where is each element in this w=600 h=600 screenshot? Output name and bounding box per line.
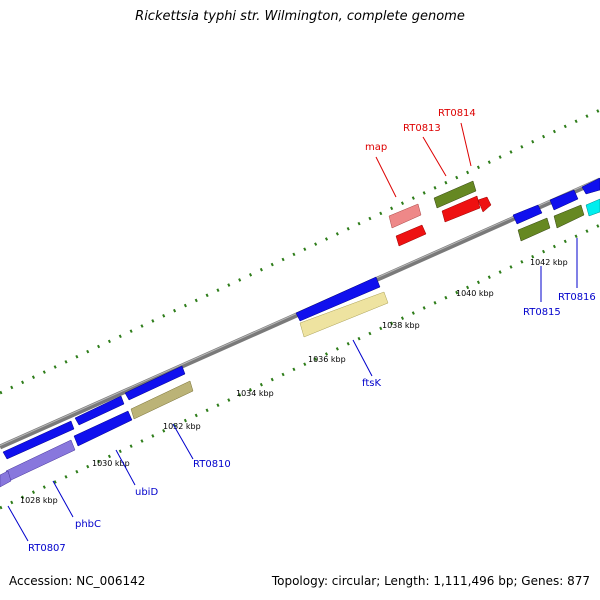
- gene-map-red[interactable]: [395, 224, 427, 247]
- scale-label-1036: 1036 kbp: [308, 355, 346, 364]
- label-RT0816[interactable]: RT0816: [558, 292, 596, 303]
- gene-RT0813[interactable]: [433, 180, 477, 209]
- leader-phbC: [52, 480, 74, 518]
- gene-RT0807[interactable]: [0, 470, 12, 488]
- gene-upper-edge[interactable]: [581, 177, 600, 195]
- leader-RT0807: [7, 505, 29, 542]
- map-title: Rickettsia typhi str. Wilmington, comple…: [135, 9, 465, 24]
- gene-ftsK-upper[interactable]: [295, 276, 381, 322]
- label-ubiD[interactable]: ubiD: [135, 487, 158, 498]
- gene-upper-1[interactable]: [74, 395, 125, 426]
- label-RT0815[interactable]: RT0815: [523, 307, 561, 318]
- scale-label-1034: 1034 kbp: [236, 389, 274, 398]
- label-ftsK[interactable]: ftsK: [362, 378, 381, 389]
- gene-ftsK[interactable]: [299, 291, 389, 338]
- leader-RT0814: [460, 122, 472, 167]
- leader-RT0813: [422, 136, 447, 177]
- gene-upper-2[interactable]: [2, 420, 75, 460]
- leader-ftsK: [352, 339, 373, 377]
- gene-ubiD[interactable]: [73, 410, 133, 447]
- scale-label-1040: 1040 kbp: [456, 289, 494, 298]
- outer-scale-line: [0, 108, 600, 395]
- gene-RT0816[interactable]: [553, 204, 585, 229]
- gene-RT0810-region-upper[interactable]: [124, 365, 186, 401]
- gene-RT0815-upper[interactable]: [512, 204, 543, 225]
- label-map[interactable]: map: [365, 142, 387, 153]
- scale-label-1030: 1030 kbp: [92, 459, 130, 468]
- gene-RT0814[interactable]: [441, 195, 481, 223]
- gene-RT0814-tail[interactable]: [477, 196, 492, 213]
- label-phbC[interactable]: phbC: [75, 519, 101, 530]
- scale-label-1028: 1028 kbp: [20, 496, 58, 505]
- genome-summary-text: Topology: circular; Length: 1,111,496 bp…: [271, 574, 590, 588]
- inner-scale-line: [0, 223, 600, 510]
- label-RT0814[interactable]: RT0814: [438, 108, 476, 119]
- gene-cyan[interactable]: [585, 198, 600, 217]
- gene-RT0816-upper[interactable]: [549, 189, 579, 211]
- scale-label-1042: 1042 kbp: [530, 258, 568, 267]
- leader-RT0810: [172, 423, 194, 460]
- gene-RT0815[interactable]: [517, 217, 551, 242]
- gene-RT0810[interactable]: [130, 380, 194, 420]
- scale-label-1032: 1032 kbp: [163, 422, 201, 431]
- leader-ubiD: [115, 449, 136, 486]
- label-RT0810[interactable]: RT0810: [193, 459, 231, 470]
- gene-map[interactable]: [388, 203, 422, 229]
- accession-text: Accession: NC_006142: [9, 574, 146, 588]
- scale-label-1038: 1038 kbp: [382, 321, 420, 330]
- label-RT0813[interactable]: RT0813: [403, 123, 441, 134]
- label-RT0807[interactable]: RT0807: [28, 543, 66, 554]
- leader-map: [375, 156, 397, 198]
